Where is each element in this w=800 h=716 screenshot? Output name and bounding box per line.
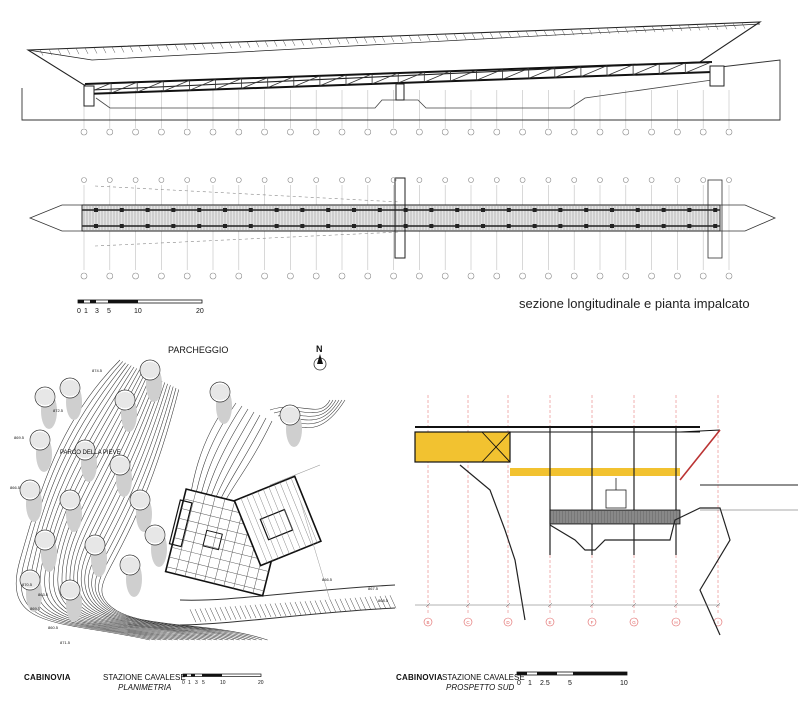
- road-edge-bottom: [179, 607, 396, 626]
- road-hatch: [189, 595, 397, 623]
- cabin-icon: [605, 489, 627, 509]
- elevation-title-left: CABINOVIA: [396, 673, 443, 682]
- gridline-ne: [269, 464, 321, 486]
- site-scale-20: 20: [258, 680, 264, 686]
- deck-plan: [28, 177, 777, 280]
- top-scale-10: 10: [134, 308, 142, 315]
- contour-label-9: 868.5: [378, 598, 389, 603]
- red-axis-markers: B C D E F G H I: [423, 617, 723, 627]
- contour-label-4: 866.5: [10, 485, 21, 490]
- terrain-line: [95, 79, 713, 109]
- site-plan-subtitle: PLANIMETRIA: [118, 683, 172, 692]
- roof-profile: [26, 21, 762, 91]
- site-scale-3: 3: [195, 680, 198, 686]
- north-label: N: [316, 344, 323, 354]
- elev-scale-5: 5: [568, 680, 572, 687]
- parking-label: PARCHEGGIO: [168, 345, 229, 355]
- axis-label-g: G: [632, 620, 636, 625]
- diagonal-brace: [679, 429, 721, 481]
- contour-label-1: 874.5: [92, 368, 103, 373]
- trees: [19, 359, 302, 622]
- elev-scale-2-5: 2.5: [540, 680, 550, 687]
- contour-label-12: 871.5: [60, 640, 71, 645]
- roof-top-line: [27, 23, 761, 61]
- elevation-station: STAZIONE CAVALESE: [442, 673, 525, 682]
- north-arrow-icon: [313, 354, 327, 371]
- dashed-line-top: [94, 185, 401, 203]
- columns: [549, 427, 677, 555]
- annex-building: [233, 475, 322, 567]
- site-scale-5: 5: [202, 680, 205, 686]
- top-scale-bar: [77, 299, 203, 304]
- roof-ribs: [39, 22, 746, 56]
- site-plan-station: STAZIONE CAVALESE: [103, 673, 186, 682]
- contour-label-3: 869.5: [14, 435, 25, 440]
- site-scale-10: 10: [220, 680, 226, 686]
- axis-label-c: C: [466, 620, 470, 625]
- top-scale-3: 3: [95, 308, 99, 315]
- tail-beam: [679, 429, 721, 433]
- axis-label-h: H: [674, 620, 677, 625]
- plan-left-end: [28, 204, 83, 232]
- contour-label-8: 867.5: [368, 586, 379, 591]
- grid-markers: [80, 128, 733, 136]
- section-grid: [83, 90, 730, 128]
- longitudinal-section: [21, 21, 781, 136]
- elevation-subtitle: PROSPETTO SUD: [446, 683, 515, 692]
- right-abutment: [709, 65, 725, 87]
- truss-top-chord: [84, 61, 713, 85]
- site-plan: [15, 354, 397, 641]
- yellow-deck-band: [510, 468, 680, 476]
- plan-grid-markers: [80, 177, 733, 280]
- box-cross-2: [481, 431, 511, 463]
- contour-label-2: 872.5: [53, 408, 64, 413]
- elev-scale-10: 10: [620, 680, 628, 687]
- dimension-ticks: [425, 602, 721, 608]
- terrain-right: [549, 507, 731, 636]
- left-abutment: [83, 85, 95, 107]
- plan-right-support: [707, 179, 723, 259]
- contour-label-5: 863.5: [38, 592, 49, 597]
- plan-pier: [394, 177, 406, 259]
- axis-label-b: B: [426, 620, 429, 625]
- top-scale-5: 5: [107, 308, 111, 315]
- top-scale-1: 1: [84, 308, 88, 315]
- contour-label-10: 869.5: [30, 606, 41, 611]
- deck-slab: [81, 204, 721, 232]
- elev-scale-0: 0: [517, 680, 521, 687]
- truss-diagonals: [84, 61, 712, 95]
- road-edge-top: [179, 584, 396, 601]
- gridline-e: [299, 499, 331, 601]
- top-scale-20: 20: [196, 308, 204, 315]
- site-plan-scale-bar: [182, 673, 262, 677]
- south-elevation: B C D E F G H I: [414, 395, 798, 636]
- axis-label-e: E: [548, 620, 551, 625]
- contour-label-7: 866.5: [322, 577, 333, 582]
- ground-outline: [21, 59, 781, 121]
- contour-label-11: 870.5: [22, 582, 33, 587]
- dashed-line-bottom: [94, 231, 401, 247]
- elev-scale-1: 1: [528, 680, 532, 687]
- top-scale-0: 0: [77, 308, 81, 315]
- park-label: PARCO DELLA PIEVE: [60, 450, 121, 456]
- axis-label-i: I: [717, 620, 718, 625]
- site-scale-1: 1: [188, 680, 191, 686]
- site-scale-0: 0: [182, 680, 185, 686]
- central-pier: [395, 83, 405, 101]
- terrain-left: [459, 464, 526, 621]
- axis-label-d: D: [506, 620, 510, 625]
- deck-posts: [94, 208, 718, 228]
- site-plan-title-left: CABINOVIA: [24, 673, 71, 682]
- elevation-scale-bar: [516, 671, 628, 676]
- platform-hatch: [551, 511, 679, 523]
- contour-label-6: 860.5: [48, 625, 59, 630]
- axis-label-f: F: [591, 620, 594, 625]
- plan-right-end: [719, 204, 777, 232]
- yellow-section-block: [415, 432, 510, 462]
- section-caption: sezione longitudinale e pianta impalcato: [519, 296, 750, 311]
